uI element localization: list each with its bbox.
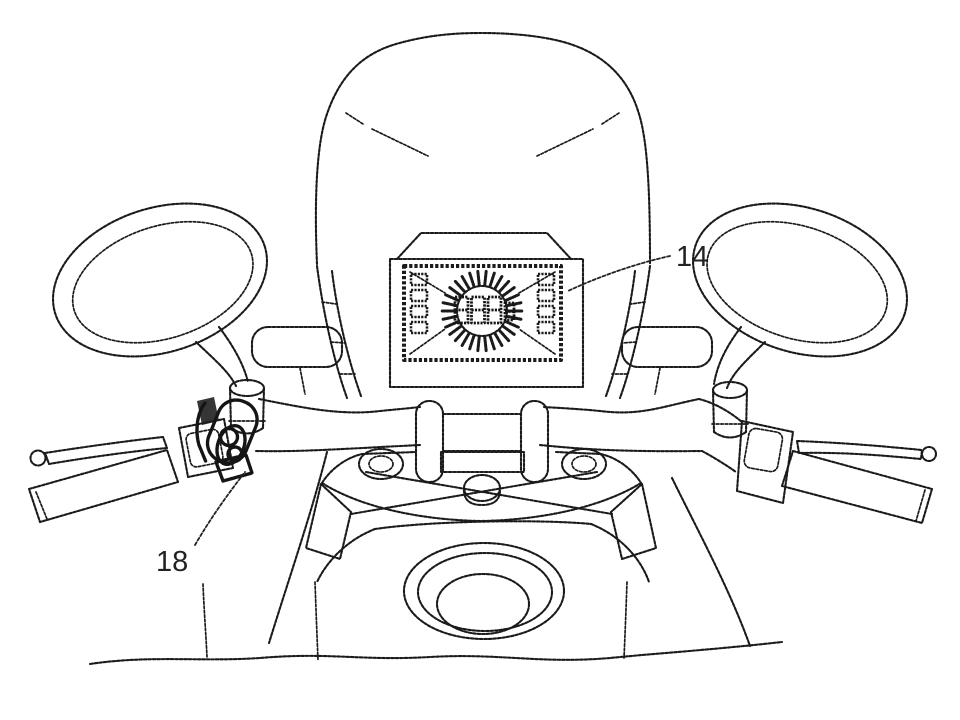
left-grip: [27, 448, 180, 524]
right-reservoir: [620, 325, 714, 369]
leader-line-14: [567, 255, 671, 292]
right-knee-panel: [609, 482, 658, 561]
display-housing: [388, 257, 585, 389]
windshield-reflection-dashes: [345, 112, 620, 157]
right-mirror-stalk: [712, 325, 743, 386]
instrument-display: [388, 231, 585, 389]
handlebar: [254, 397, 744, 474]
brake-lever: [795, 439, 924, 461]
left-knee-panel: [304, 482, 353, 561]
right-mirror-mount: [711, 380, 749, 439]
left-mirror: [51, 202, 269, 435]
indicators-right: [536, 272, 556, 335]
leader-line-18: [194, 471, 246, 546]
brake-lever-ball: [920, 445, 938, 463]
handlebar-clamp: [414, 399, 550, 484]
windshield: [314, 31, 652, 266]
left-clamp-bolt: [357, 447, 405, 481]
right-clamp-bolt: [560, 447, 608, 481]
reference-label-18: 18: [156, 546, 188, 578]
display-bezel-top: [395, 231, 573, 261]
tank-top-edge: [373, 520, 593, 531]
indicators-left: [409, 272, 429, 335]
switch-clamp: [214, 453, 254, 483]
reference-label-14: 14: [676, 241, 708, 273]
tank-seam: [202, 583, 208, 658]
fuel-cap: [402, 541, 566, 641]
steering-stem-nut: [462, 473, 502, 503]
display-screen: [402, 264, 563, 362]
tank-seam: [314, 581, 319, 661]
right-grip: [780, 449, 934, 525]
gauge-ticks: [439, 268, 525, 354]
switch-button-lower: [226, 445, 244, 463]
triple-clamp: [320, 447, 643, 523]
tank-seam: [623, 581, 628, 659]
right-reservoir-stay: [654, 367, 661, 395]
left-mirror-stalk: [217, 325, 250, 384]
left-reservoir-stay: [299, 367, 306, 395]
switch-button-upper: [218, 426, 240, 448]
clutch-lever: [43, 435, 169, 466]
fuel-tank-and-body: [88, 450, 784, 666]
gauge-digits: [453, 295, 516, 325]
left-body-line: [267, 450, 329, 645]
right-switch-housing: [735, 419, 795, 505]
cockpit-shroud: [315, 264, 652, 400]
clutch-lever-ball: [29, 449, 47, 467]
right-grip-assembly: [735, 419, 938, 525]
screen-bezel-diagonals: [409, 271, 556, 355]
handlebar-switch: [195, 397, 259, 483]
right-mirror: [691, 202, 909, 439]
clamp-lower-plate: [439, 450, 526, 474]
right-body-line: [670, 476, 752, 648]
left-grip-assembly: [27, 417, 235, 524]
left-reservoir: [250, 325, 344, 369]
lower-body-wavy-line: [88, 640, 784, 666]
